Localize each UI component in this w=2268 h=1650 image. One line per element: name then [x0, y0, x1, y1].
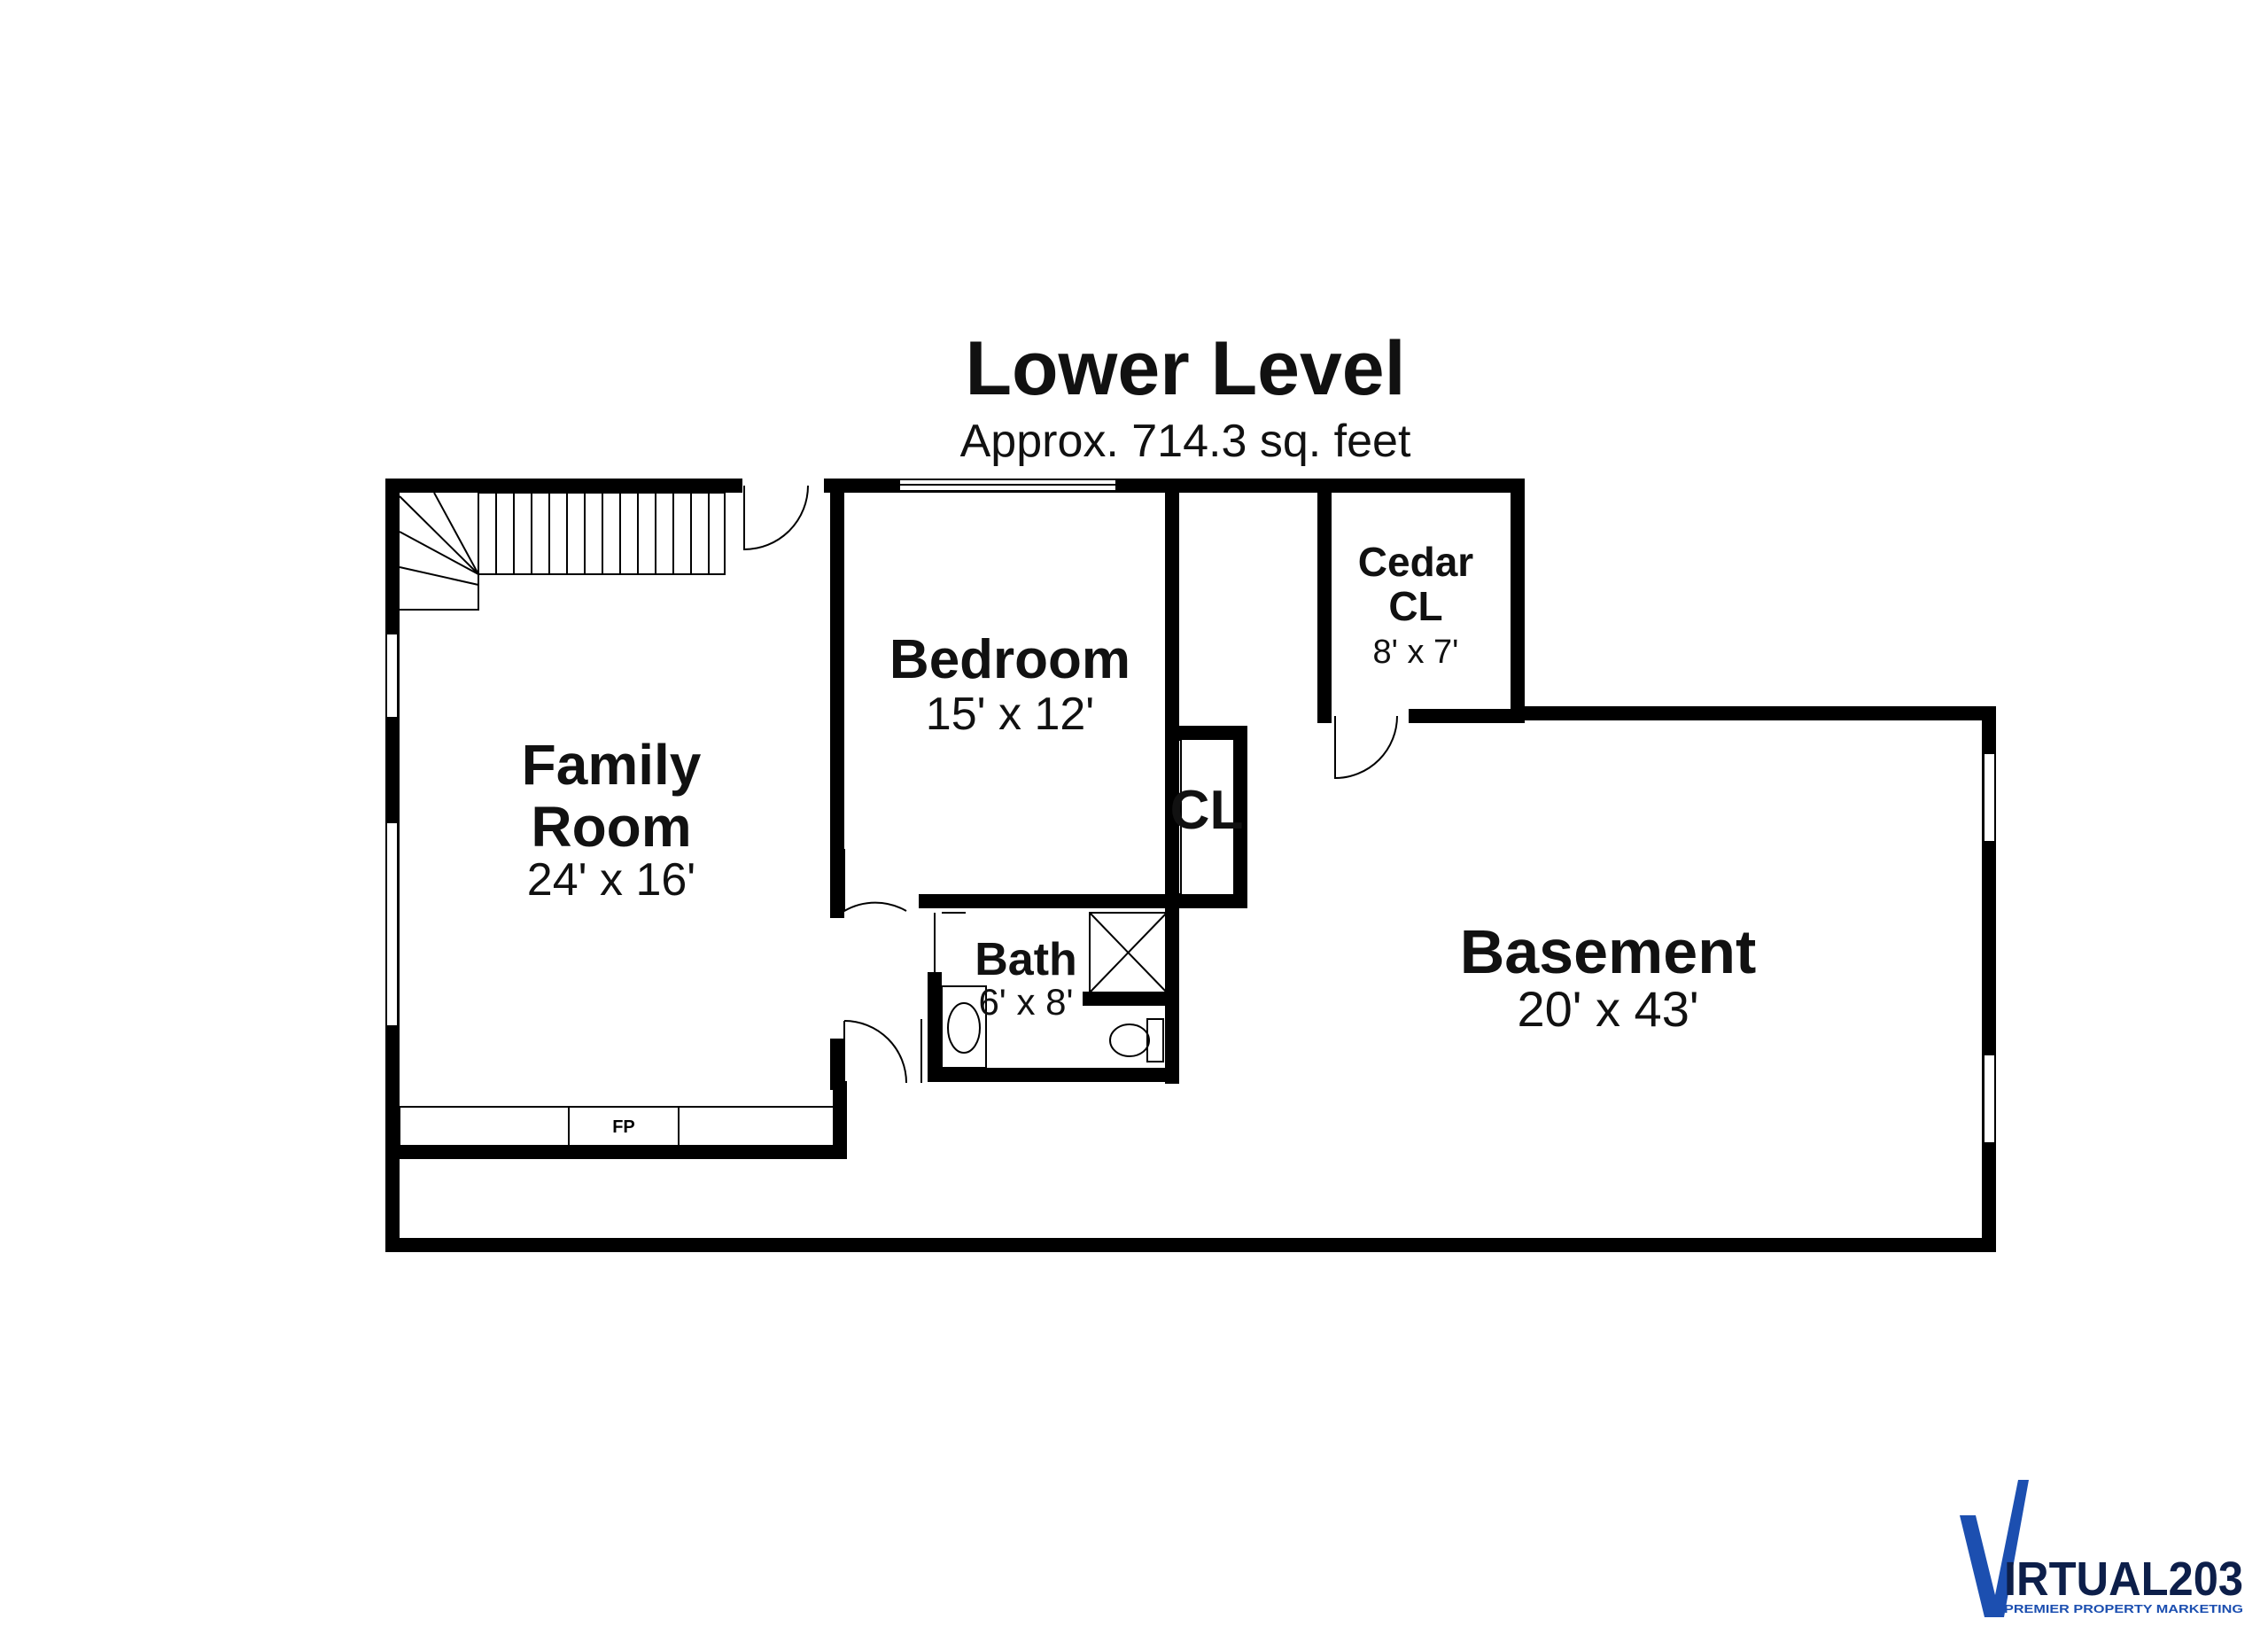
fireplace-label: FP: [612, 1117, 635, 1137]
svg-text:6' x 8': 6' x 8': [978, 981, 1073, 1023]
svg-text:20' x 43': 20' x 43': [1517, 981, 1698, 1037]
room-basement: Basement 20' x 43': [1460, 917, 1757, 1037]
stairs: [399, 492, 726, 611]
logo-wordmark: IRTUAL203: [2004, 1553, 2243, 1606]
doors: [743, 485, 1398, 1084]
room-bath: Bath 6' x 8': [975, 934, 1077, 1023]
svg-text:CL: CL: [1170, 780, 1244, 841]
shower: [1089, 912, 1168, 993]
svg-text:Family: Family: [522, 733, 702, 797]
window-right-2: [1983, 1054, 1996, 1144]
window-left-2: [385, 821, 399, 1027]
toilet-bowl: [1109, 1023, 1150, 1057]
fireplace-hearth: FP: [399, 1106, 836, 1147]
windows: [385, 479, 1996, 1144]
exterior-walls: [385, 479, 1996, 1252]
room-cedar-closet: Cedar CL 8' x 7': [1358, 539, 1473, 671]
toilet-tank: [1146, 1018, 1164, 1062]
window-right-1: [1983, 752, 1996, 843]
svg-text:Bedroom: Bedroom: [889, 629, 1130, 690]
sink: [941, 985, 987, 1069]
svg-text:Basement: Basement: [1460, 917, 1757, 986]
svg-text:Bath: Bath: [975, 934, 1077, 985]
logo-tagline: PREMIER PROPERTY MARKETING: [2004, 1602, 2243, 1615]
thin-lines: [934, 739, 1182, 979]
bath-fixtures: [941, 912, 1168, 1069]
svg-text:Cedar: Cedar: [1358, 539, 1473, 585]
window-left-1: [385, 633, 399, 719]
plan-area: Approx. 714.3 sq. feet: [960, 416, 1411, 467]
svg-text:CL: CL: [1388, 583, 1442, 629]
room-closet: CL: [1170, 780, 1244, 841]
plan-title: Lower Level: [965, 326, 1405, 411]
brand-logo: IRTUAL203 PREMIER PROPERTY MARKETING: [1960, 1480, 2243, 1617]
svg-text:24' x 16': 24' x 16': [527, 854, 695, 906]
svg-text:Room: Room: [531, 795, 691, 859]
logo-v-mark: [1960, 1480, 2029, 1617]
interior-walls: [385, 479, 1525, 1159]
room-family: Family Room 24' x 16': [522, 733, 702, 906]
svg-text:15' x 12': 15' x 12': [926, 689, 1094, 740]
room-bedroom: Bedroom 15' x 12': [889, 629, 1130, 740]
svg-text:8' x 7': 8' x 7': [1373, 634, 1459, 671]
